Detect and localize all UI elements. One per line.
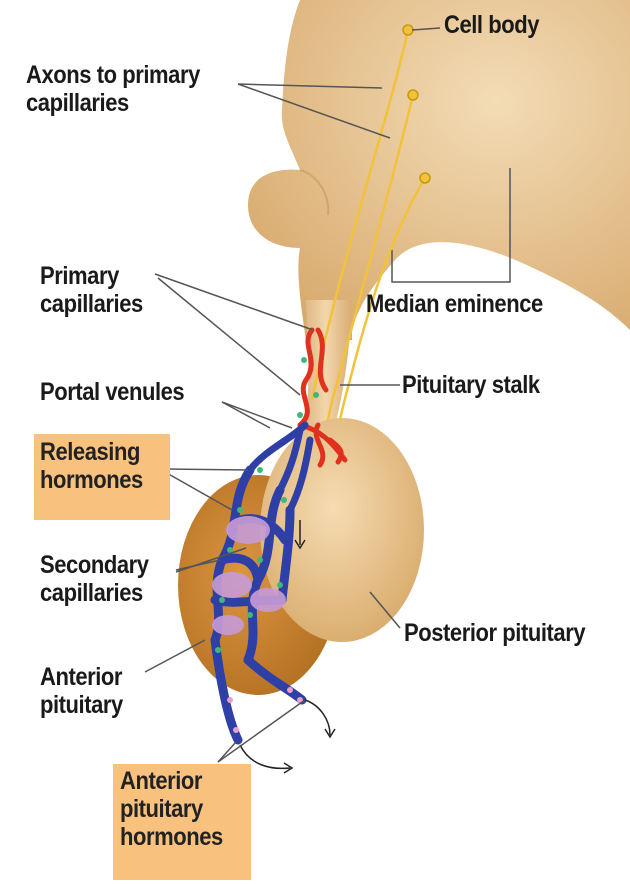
- label-pituitary-stalk: Pituitary stalk: [402, 371, 540, 399]
- label-anterior-pituitary-hormones: Anterior pituitary hormones: [120, 767, 223, 851]
- label-median-eminence: Median eminence: [366, 290, 543, 318]
- label-portal-venules: Portal venules: [40, 378, 184, 406]
- label-posterior-pituitary: Posterior pituitary: [404, 619, 585, 647]
- hypothalamus-tissue: [248, 0, 630, 340]
- label-secondary-capillaries: Secondary capillaries: [40, 551, 149, 607]
- label-primary-capillaries: Primary capillaries: [40, 262, 143, 318]
- label-releasing-hormones: Releasing hormones: [40, 438, 143, 494]
- label-axons: Axons to primary capillaries: [26, 61, 200, 117]
- label-anterior-pituitary: Anterior pituitary: [40, 663, 123, 719]
- label-cell-body: Cell body: [444, 11, 539, 39]
